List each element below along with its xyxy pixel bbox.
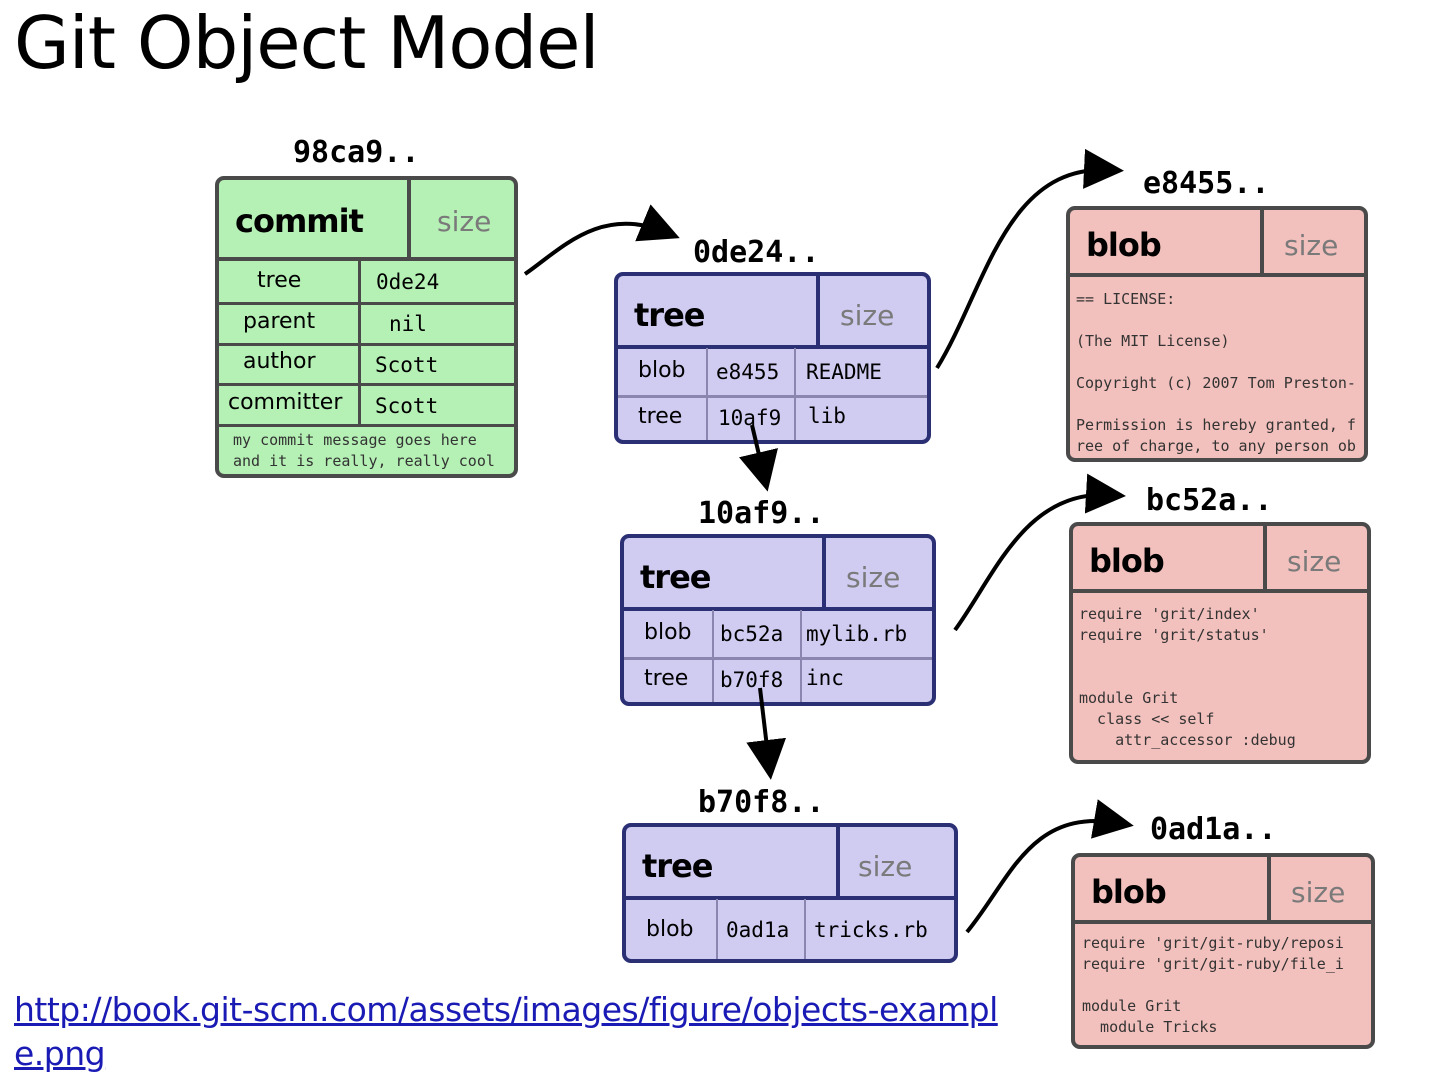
tree-object-10af9: tree size blob bc52a mylib.rb tree b70f8… xyxy=(620,534,936,706)
tree-entry-sha: e8455 xyxy=(716,360,780,384)
blob-content: == LICENSE: (The MIT License) Copyright … xyxy=(1076,290,1356,455)
tree-hash-0de24: 0de24.. xyxy=(693,235,820,270)
blob-object-0ad1a: blob size require 'grit/git-ruby/reposi … xyxy=(1071,853,1375,1049)
tree-type-label: tree xyxy=(642,847,713,885)
blob-type-label: blob xyxy=(1086,226,1162,264)
blob-size-label: size xyxy=(1284,229,1339,262)
tree-entry-kind: tree xyxy=(638,404,683,429)
commit-value-tree: 0de24 xyxy=(376,270,440,294)
tree-entry-name: lib xyxy=(808,404,846,428)
blob-object-e8455: blob size == LICENSE: (The MIT License) … xyxy=(1066,206,1368,462)
commit-object: commit size tree 0de24 parent nil author… xyxy=(215,176,518,478)
tree-size-label: size xyxy=(858,850,913,883)
tree-entry-kind: tree xyxy=(644,666,689,691)
commit-type-label: commit xyxy=(235,202,364,240)
blob-hash-e8455: e8455.. xyxy=(1143,166,1270,201)
tree-entry-sha: 0ad1a xyxy=(726,918,790,942)
blob-hash-bc52a: bc52a.. xyxy=(1146,483,1273,518)
tree-type-label: tree xyxy=(640,558,711,596)
tree-entry-sha: bc52a xyxy=(720,622,784,646)
tree-entry-name: README xyxy=(806,360,882,384)
tree-entry-name: inc xyxy=(806,666,844,690)
source-link[interactable]: http://book.git-scm.com/assets/images/fi… xyxy=(14,990,998,1073)
commit-key-author: author xyxy=(243,349,316,374)
tree-entry-kind: blob xyxy=(638,358,686,383)
tree-hash-b70f8: b70f8.. xyxy=(698,785,825,820)
blob-content: require 'grit/git-ruby/reposi require 'g… xyxy=(1082,934,1344,1036)
commit-size-label: size xyxy=(437,205,492,238)
blob-hash-0ad1a: 0ad1a.. xyxy=(1150,812,1277,847)
blob-object-bc52a: blob size require 'grit/index' require '… xyxy=(1069,522,1371,764)
tree-object-b70f8: tree size blob 0ad1a tricks.rb xyxy=(622,823,958,963)
tree-entry-name: tricks.rb xyxy=(814,918,928,942)
tree-entry-sha: b70f8 xyxy=(720,668,784,692)
tree-hash-10af9: 10af9.. xyxy=(698,496,825,531)
arrow-commit-to-tree xyxy=(523,204,680,276)
commit-key-parent: parent xyxy=(243,309,316,334)
commit-key-tree: tree xyxy=(257,268,302,293)
tree-entry-name: mylib.rb xyxy=(806,622,908,646)
blob-content: require 'grit/index' require 'grit/statu… xyxy=(1079,605,1296,749)
commit-message: my commit message goes here and it is re… xyxy=(233,431,495,470)
commit-value-parent: nil xyxy=(389,312,427,336)
arrow-tree-to-tree-10af9 xyxy=(739,424,778,492)
blob-size-label: size xyxy=(1287,545,1342,578)
tree-type-label: tree xyxy=(634,296,705,334)
commit-key-committer: committer xyxy=(228,390,343,415)
tree-entry-sha: 10af9 xyxy=(718,406,782,430)
arrow-tree-to-blob-0ad1a xyxy=(965,799,1134,934)
tree-object-0de24: tree size blob e8455 README tree 10af9 l… xyxy=(614,272,931,444)
blob-size-label: size xyxy=(1291,876,1346,909)
tree-size-label: size xyxy=(840,299,895,332)
commit-value-author: Scott xyxy=(375,353,439,377)
commit-header: commit size xyxy=(219,180,514,260)
blob-type-label: blob xyxy=(1091,873,1167,911)
arrow-tree-to-tree-b70f8 xyxy=(746,687,787,780)
arrow-tree-to-blob-bc52a xyxy=(953,473,1126,632)
commit-hash: 98ca9.. xyxy=(293,135,420,170)
page-title: Git Object Model xyxy=(14,1,599,85)
tree-entry-kind: blob xyxy=(644,620,692,645)
tree-entry-kind: blob xyxy=(646,917,694,942)
tree-size-label: size xyxy=(846,561,901,594)
commit-value-committer: Scott xyxy=(375,394,439,418)
blob-type-label: blob xyxy=(1089,542,1165,580)
arrow-tree-to-blob-e8455 xyxy=(935,148,1124,370)
